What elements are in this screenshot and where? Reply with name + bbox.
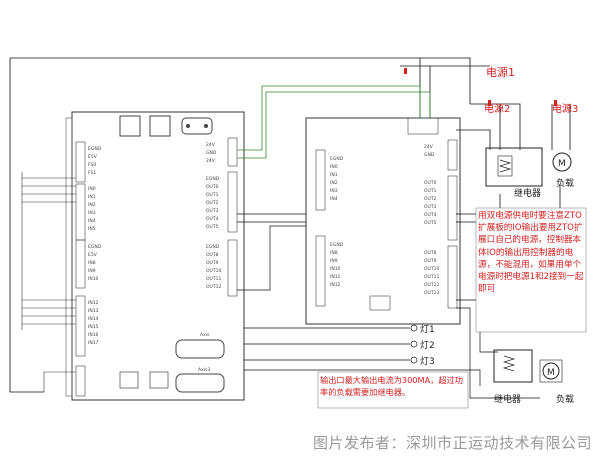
relay-lower-label: 继电器 <box>494 393 521 405</box>
svg-text:IN4: IN4 <box>330 196 338 202</box>
load-upper-label: 负载 <box>556 177 574 189</box>
relay-lower: 继电器 <box>493 349 533 405</box>
svg-text:IN9: IN9 <box>330 258 338 264</box>
svg-text:IN0: IN0 <box>88 186 96 192</box>
svg-text:IN13: IN13 <box>88 308 99 314</box>
svg-text:IN10: IN10 <box>88 276 99 282</box>
svg-text:OUT0: OUT0 <box>424 180 437 186</box>
svg-text:FS1: FS1 <box>88 170 96 176</box>
svg-text:OUT11: OUT11 <box>424 274 439 280</box>
motor-symbol-upper: M <box>558 159 566 169</box>
svg-text:IN3: IN3 <box>88 210 96 216</box>
svg-text:OUT10: OUT10 <box>206 268 221 274</box>
svg-text:EGND: EGND <box>330 156 344 162</box>
lamp-group: 灯1 灯2 灯3 <box>410 324 435 367</box>
power-polarity-marks <box>404 68 557 106</box>
svg-text:OUT2: OUT2 <box>206 200 219 206</box>
svg-text:IN8: IN8 <box>88 260 96 266</box>
svg-text:OUT12: OUT12 <box>206 284 221 290</box>
svg-text:24V: 24V <box>424 144 434 150</box>
svg-text:OUT8: OUT8 <box>206 252 219 258</box>
svg-text:IN3: IN3 <box>330 188 338 194</box>
svg-text:IN0: IN0 <box>330 164 338 170</box>
svg-text:24V: 24V <box>206 158 216 164</box>
note-dual-power: 用双电源供电时要注意ZTO扩展板的IO输出要用ZTO扩展口自己的电源，控制器本体… <box>478 211 584 295</box>
power-wires <box>9 57 571 393</box>
rs232-connector <box>119 115 141 137</box>
svg-text:IN4: IN4 <box>88 218 96 224</box>
svg-text:OUT9: OUT9 <box>206 260 219 266</box>
load-lower: M 负载 <box>539 359 574 405</box>
svg-text:IN8: IN8 <box>330 250 338 256</box>
svg-text:OUT2: OUT2 <box>424 196 437 202</box>
svg-text:IN11: IN11 <box>330 274 341 280</box>
note-output-current: 输出口最大输出电流为300MA，超过功率的负载需要加继电器。 <box>320 375 463 397</box>
input-sensor-wires <box>21 172 76 392</box>
svg-text:IN2: IN2 <box>88 202 96 208</box>
svg-text:OUT5: OUT5 <box>206 224 219 230</box>
svg-text:IN1: IN1 <box>330 172 338 178</box>
svg-text:24V: 24V <box>206 142 216 148</box>
lamp-1-label: 灯1 <box>420 324 435 335</box>
footer-bar: 图片发布者：深圳市正运动技术有限公司 <box>0 426 600 456</box>
svg-text:EGND: EGND <box>88 146 102 152</box>
axis-connector-top <box>175 339 225 359</box>
svg-text:IN2: IN2 <box>330 180 338 186</box>
power-source-1-label: 电源1 <box>486 65 515 79</box>
publisher-credit: 图片发布者：深圳市正运动技术有限公司 <box>312 434 592 452</box>
lamp-3-label: 灯3 <box>420 356 435 367</box>
svg-text:OUT5: OUT5 <box>424 220 437 226</box>
svg-text:IN1: IN1 <box>88 194 96 200</box>
load-lower-label: 负载 <box>556 393 574 405</box>
svg-text:IN16: IN16 <box>88 332 99 338</box>
svg-text:OUT11: OUT11 <box>206 276 221 282</box>
svg-text:OUT13: OUT13 <box>424 290 439 296</box>
svg-text:IN14: IN14 <box>88 316 99 322</box>
axis-label-top: Axis <box>200 332 210 338</box>
svg-text:OUT1: OUT1 <box>424 188 437 194</box>
svg-text:OUT10: OUT10 <box>424 266 439 272</box>
svg-text:IN5: IN5 <box>88 226 96 232</box>
svg-text:IN9: IN9 <box>88 268 96 274</box>
svg-text:OUT4: OUT4 <box>424 212 437 218</box>
axis-label-bottom: Axis3 <box>198 367 210 373</box>
svg-text:OUT9: OUT9 <box>424 258 437 264</box>
svg-text:E5V: E5V <box>88 252 98 258</box>
lamp-2-label: 灯2 <box>420 340 435 351</box>
svg-text:OUT12: OUT12 <box>424 282 439 288</box>
db9-connector <box>181 117 213 135</box>
svg-text:OUT3: OUT3 <box>206 208 219 214</box>
svg-text:GND: GND <box>206 150 217 156</box>
svg-text:IN12: IN12 <box>88 300 99 306</box>
svg-text:IN15: IN15 <box>88 324 99 330</box>
svg-text:GND: GND <box>424 152 435 158</box>
can-connector <box>149 115 171 137</box>
load-upper: M 负载 <box>552 152 574 189</box>
svg-text:OUT3: OUT3 <box>424 204 437 210</box>
svg-text:EGND: EGND <box>330 242 344 248</box>
svg-text:FS0: FS0 <box>88 162 96 168</box>
svg-text:IN10: IN10 <box>330 266 341 272</box>
svg-text:EGND: EGND <box>206 176 220 182</box>
svg-text:OUT1: OUT1 <box>206 192 219 198</box>
relay-upper-label: 继电器 <box>514 187 541 199</box>
power-source-3-label: 电源3 <box>552 102 578 115</box>
svg-text:IN17: IN17 <box>88 340 99 346</box>
axis-connector-bottom <box>175 373 225 393</box>
svg-text:E5V: E5V <box>88 154 98 160</box>
motor-symbol-lower: M <box>547 368 555 378</box>
green-bus-wires <box>237 85 431 159</box>
svg-text:EGND: EGND <box>88 244 102 250</box>
svg-text:EGND: EGND <box>206 244 220 250</box>
signal-wires <box>237 213 540 399</box>
power-source-2-label: 电源2 <box>484 102 510 115</box>
svg-text:IN12: IN12 <box>330 282 341 288</box>
svg-text:OUT4: OUT4 <box>206 216 219 222</box>
relay-upper: 继电器 <box>485 147 543 199</box>
svg-text:OUT0: OUT0 <box>206 184 219 190</box>
svg-text:OUT8: OUT8 <box>424 250 437 256</box>
